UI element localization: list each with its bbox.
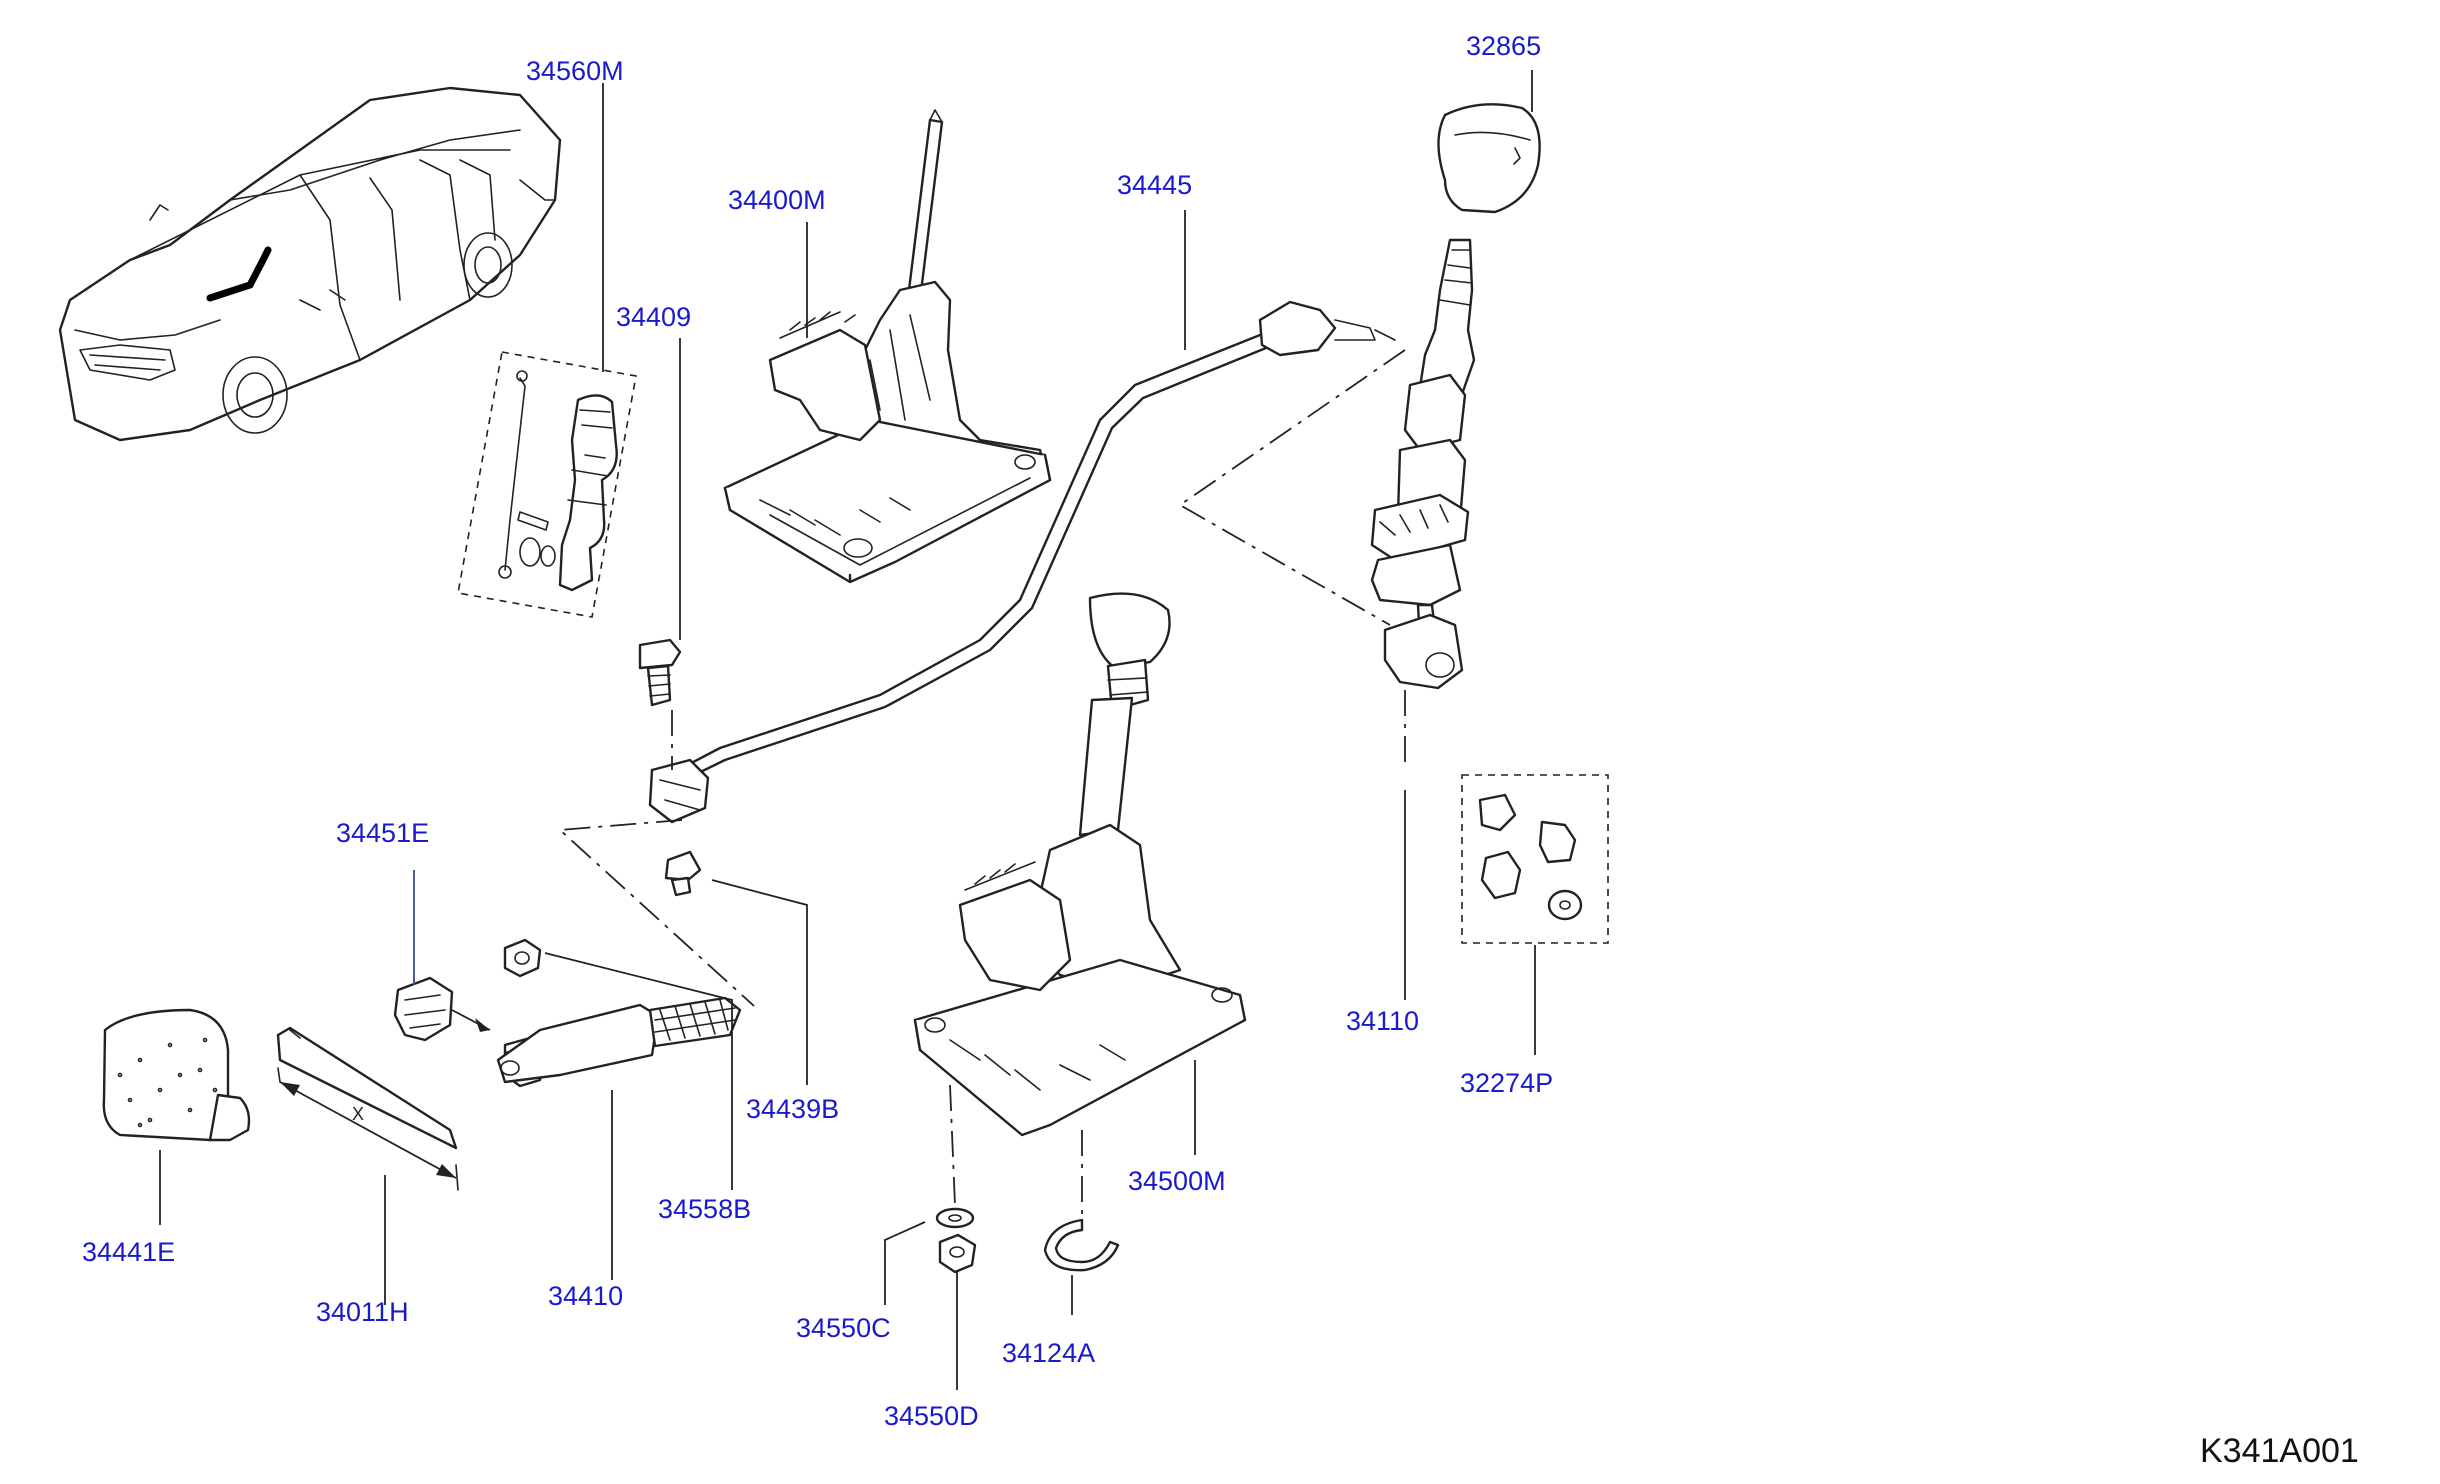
label-34441e: 34441E bbox=[82, 1237, 175, 1267]
assembly-lines bbox=[557, 349, 1406, 1215]
label-34409: 34409 bbox=[616, 302, 691, 332]
label-34410: 34410 bbox=[548, 1281, 623, 1311]
label-34500m: 34500M bbox=[1128, 1166, 1226, 1196]
label-34124a: 34124A bbox=[1002, 1338, 1095, 1368]
bushing-kit-group bbox=[1461, 774, 1609, 944]
leader-lines bbox=[159, 70, 1536, 1390]
control-housing-upper bbox=[723, 109, 1052, 584]
dimension-x: X bbox=[352, 1104, 364, 1124]
label-32865: 32865 bbox=[1466, 31, 1541, 61]
label-34445: 34445 bbox=[1117, 170, 1192, 200]
shift-knob-upper bbox=[1437, 103, 1541, 214]
control-rod bbox=[496, 996, 742, 1088]
retainer-clip bbox=[393, 976, 491, 1042]
label-34550d: 34550D bbox=[884, 1401, 979, 1431]
control-cable bbox=[648, 300, 1396, 824]
label-34560m: 34560M bbox=[526, 56, 624, 86]
insulator-strip: X bbox=[276, 1026, 459, 1191]
drawing-code: K341A001 bbox=[2200, 1432, 2359, 1470]
pin-parts bbox=[638, 638, 702, 897]
label-34400m: 34400M bbox=[728, 185, 826, 215]
label-34558b: 34558B bbox=[658, 1194, 751, 1224]
label-34439b: 34439B bbox=[746, 1094, 839, 1124]
label-34550c: 34550C bbox=[796, 1313, 891, 1343]
lock-nut bbox=[503, 938, 542, 978]
washer-nut-ring bbox=[935, 1207, 1120, 1274]
vehicle-illustration bbox=[58, 86, 562, 442]
label-34110: 34110 bbox=[1346, 1006, 1419, 1036]
label-34451e: 34451E bbox=[336, 818, 429, 848]
control-housing-lower bbox=[913, 592, 1247, 1137]
control-device-kit-group bbox=[457, 351, 637, 618]
label-34011h: 34011H bbox=[316, 1297, 409, 1327]
shift-lever-upper bbox=[1370, 238, 1476, 690]
label-32274p: 32274P bbox=[1460, 1068, 1553, 1098]
shift-boot bbox=[102, 1008, 251, 1142]
part-labels: 34560M 34400M 34445 32865 34409 34451E 3… bbox=[82, 31, 1553, 1431]
